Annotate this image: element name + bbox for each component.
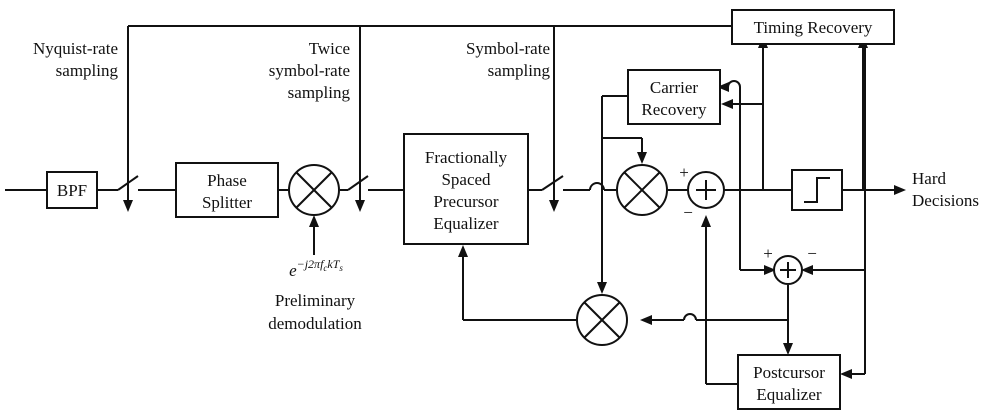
jumper-hop-1: [589, 182, 605, 191]
phase-splitter-label-line1: Phase: [207, 171, 247, 190]
adder2-plus-sign: +: [763, 244, 773, 263]
step-function-icon: [804, 177, 830, 203]
jumper-hop-3: [683, 313, 697, 321]
twice-sampling-label-line1: Twice: [309, 39, 350, 58]
adder2-minus-sign: −: [807, 244, 817, 263]
symbol-rate-sampler-switch: [541, 175, 564, 191]
precursor-eq-label-line4: Equalizer: [433, 214, 498, 233]
postcursor-equalizer-block: Postcursor Equalizer: [737, 354, 841, 410]
main-adder-icon: [687, 171, 725, 209]
derotator-mixer-icon: [616, 164, 668, 216]
demod-mixer-icon: [288, 164, 340, 216]
adder1-plus-sign: +: [679, 163, 689, 182]
phase-splitter-label-line2: Splitter: [202, 193, 252, 212]
preliminary-demod-label-line2: demodulation: [268, 314, 362, 333]
carrier-recovery-label-line2: Recovery: [641, 100, 707, 119]
precursor-eq-label-line3: Precursor: [433, 192, 498, 211]
bpf-label: BPF: [57, 181, 87, 200]
twice-sampling-label-line2: symbol-rate: [269, 61, 350, 80]
postcursor-eq-label-line2: Equalizer: [756, 385, 821, 404]
nyquist-sampling-label-line2: sampling: [56, 61, 119, 80]
twice-sampling-label-line3: sampling: [288, 83, 351, 102]
timing-recovery-label: Timing Recovery: [754, 18, 873, 37]
precursor-eq-label-line1: Fractionally: [425, 148, 508, 167]
symbol-sampling-label-line2: sampling: [488, 61, 551, 80]
carrier-loop-lines: [597, 36, 768, 294]
carrier-recovery-block: Carrier Recovery: [627, 69, 721, 125]
jumper-hop-2: [727, 80, 741, 88]
symbol-sampling-label-line1: Symbol-rate: [466, 39, 550, 58]
phase-splitter-block: Phase Splitter: [175, 162, 279, 218]
precursor-equalizer-block: Fractionally Spaced Precursor Equalizer: [403, 133, 529, 245]
twice-rate-sampler-switch: [347, 175, 369, 191]
adder1-minus-sign: −: [683, 203, 693, 222]
main-signal-path: [5, 175, 906, 195]
timing-recovery-block: Timing Recovery: [731, 9, 895, 45]
hard-decisions-label-line1: Hard: [912, 169, 946, 188]
slicer-block: [791, 169, 843, 211]
nyquist-sampling-label-line1: Nyquist-rate: [33, 39, 118, 58]
error-adder-icon: [773, 255, 803, 285]
demod-exponent-label: e−j2πfckTs: [289, 257, 343, 280]
timing-clock-lines: [123, 25, 732, 212]
postcursor-eq-label-line1: Postcursor: [753, 363, 825, 382]
precursor-eq-label-line2: Spaced: [441, 170, 491, 189]
bpf-block: BPF: [46, 171, 98, 209]
preliminary-demod-label-line1: Preliminary: [275, 291, 356, 310]
carrier-recovery-label-line1: Carrier: [650, 78, 698, 97]
rerotator-mixer-icon: [576, 294, 628, 346]
hard-decisions-label-line2: Decisions: [912, 191, 979, 210]
